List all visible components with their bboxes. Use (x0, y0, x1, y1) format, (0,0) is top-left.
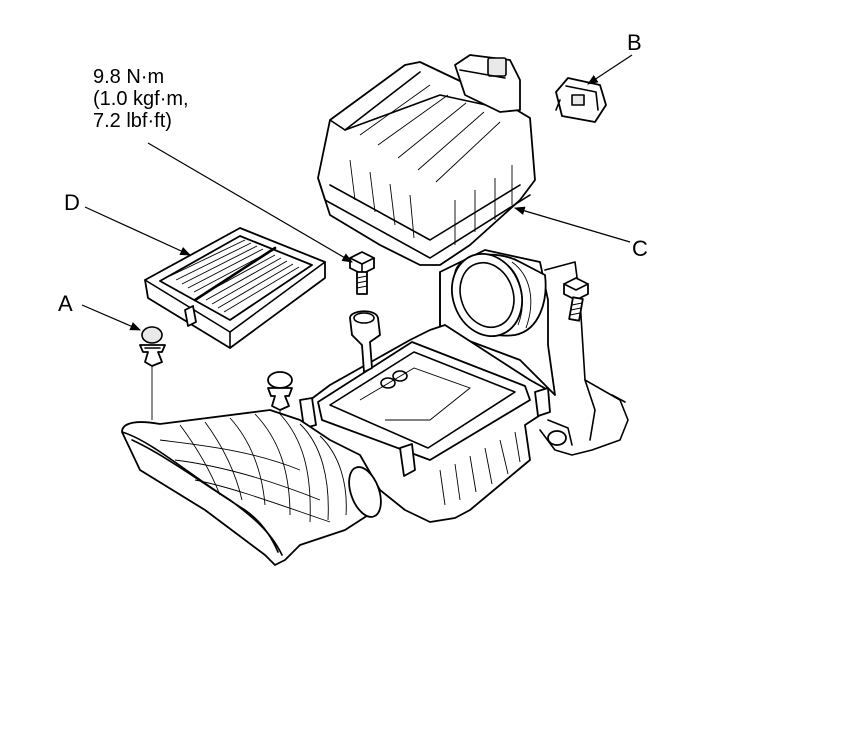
callout-c: C (632, 236, 648, 261)
mounting-bolt-right (563, 277, 589, 322)
housing-outlet-tube (451, 252, 547, 338)
leader-lines (81, 54, 633, 331)
air-filter-element-d (144, 227, 326, 349)
air-cleaner-housing-cover (317, 54, 536, 266)
callout-b: B (627, 30, 642, 55)
mounting-bolt (349, 251, 381, 373)
sensor-connector-b (555, 77, 607, 123)
callout-d: D (64, 190, 80, 215)
torque-spec-label: 9.8 N·m (1.0 kgf·m, 7.2 lbf·ft) (93, 66, 189, 132)
intake-duct (121, 409, 382, 566)
callout-a: A (58, 291, 73, 316)
clip-a (139, 326, 166, 420)
torque-spec-line-3: 7.2 lbf·ft) (93, 110, 172, 132)
torque-spec-line-2: (1.0 kgf·m, (93, 88, 189, 110)
torque-spec-line-1: 9.8 N·m (93, 66, 165, 88)
